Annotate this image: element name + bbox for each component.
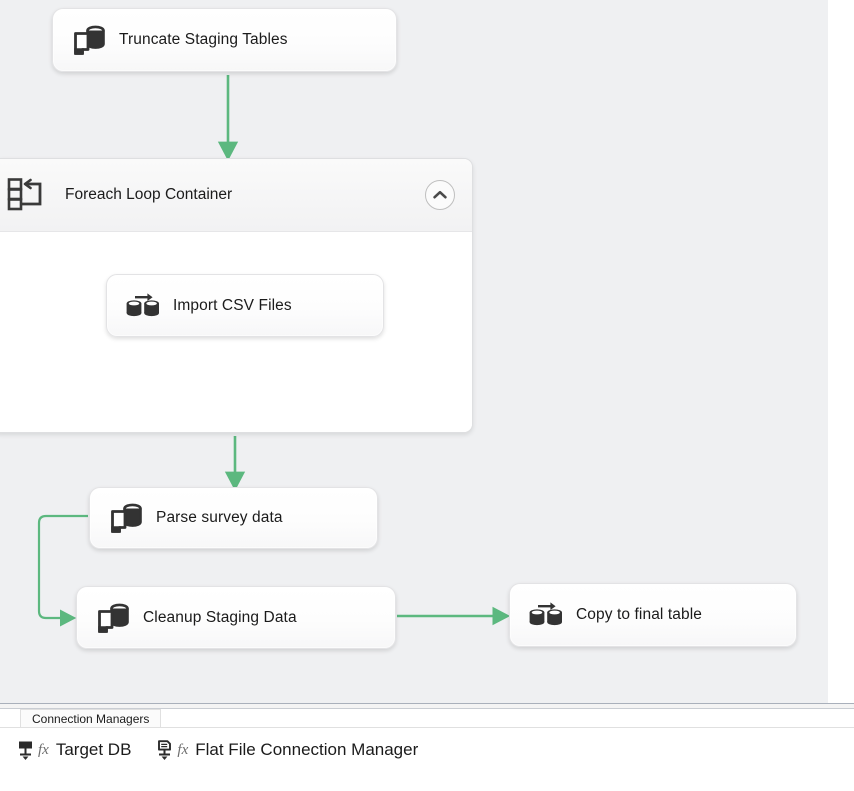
flat-file-connection-icon [155, 739, 173, 761]
foreach-loop-container[interactable]: Foreach Loop Container [0, 158, 473, 433]
execute-sql-task-icon [93, 598, 133, 638]
task-import-csv-files[interactable]: Import CSV Files [106, 274, 384, 337]
connection-managers-panel: Connection Managers fx Target DB [0, 709, 854, 791]
foreach-loop-icon [7, 175, 47, 215]
expression-fx-icon: fx [177, 741, 189, 758]
ole-db-connection-icon [16, 739, 34, 761]
task-parse-survey-data[interactable]: Parse survey data [89, 487, 378, 549]
data-flow-task-icon [123, 286, 163, 326]
control-flow-canvas[interactable]: Truncate Staging Tables Foreach Loop Con… [0, 0, 828, 703]
tab-connection-managers[interactable]: Connection Managers [20, 709, 162, 727]
connection-managers-list: fx Target DB fx Flat File Connection Man… [0, 728, 854, 763]
expression-fx-icon: fx [38, 741, 49, 758]
container-header[interactable]: Foreach Loop Container [0, 159, 472, 232]
task-label: Parse survey data [156, 509, 283, 526]
task-cleanup-staging-data[interactable]: Cleanup Staging Data [76, 586, 396, 649]
execute-sql-task-icon [106, 498, 146, 538]
task-label: Copy to final table [576, 606, 702, 623]
task-truncate-staging-tables[interactable]: Truncate Staging Tables [52, 8, 397, 72]
task-copy-to-final-table[interactable]: Copy to final table [509, 583, 797, 647]
task-label: Truncate Staging Tables [119, 31, 288, 48]
execute-sql-task-icon [69, 20, 109, 60]
chevron-up-icon[interactable] [425, 180, 455, 210]
task-label: Cleanup Staging Data [143, 608, 297, 626]
panel-splitter[interactable] [0, 703, 854, 709]
connection-manager-flat-file[interactable]: fx Flat File Connection Manager [149, 737, 424, 763]
connection-managers-tabstrip: Connection Managers [0, 709, 854, 728]
connection-manager-name: Target DB [55, 740, 132, 759]
data-flow-task-icon [526, 595, 566, 635]
container-label: Foreach Loop Container [65, 186, 233, 203]
tab-label: Connection Managers [32, 711, 150, 726]
container-body[interactable]: Import CSV Files [0, 232, 472, 432]
connection-manager-target-db[interactable]: fx Target DB [10, 737, 137, 763]
connection-manager-name: Flat File Connection Manager [195, 740, 419, 759]
task-label: Import CSV Files [173, 296, 292, 314]
